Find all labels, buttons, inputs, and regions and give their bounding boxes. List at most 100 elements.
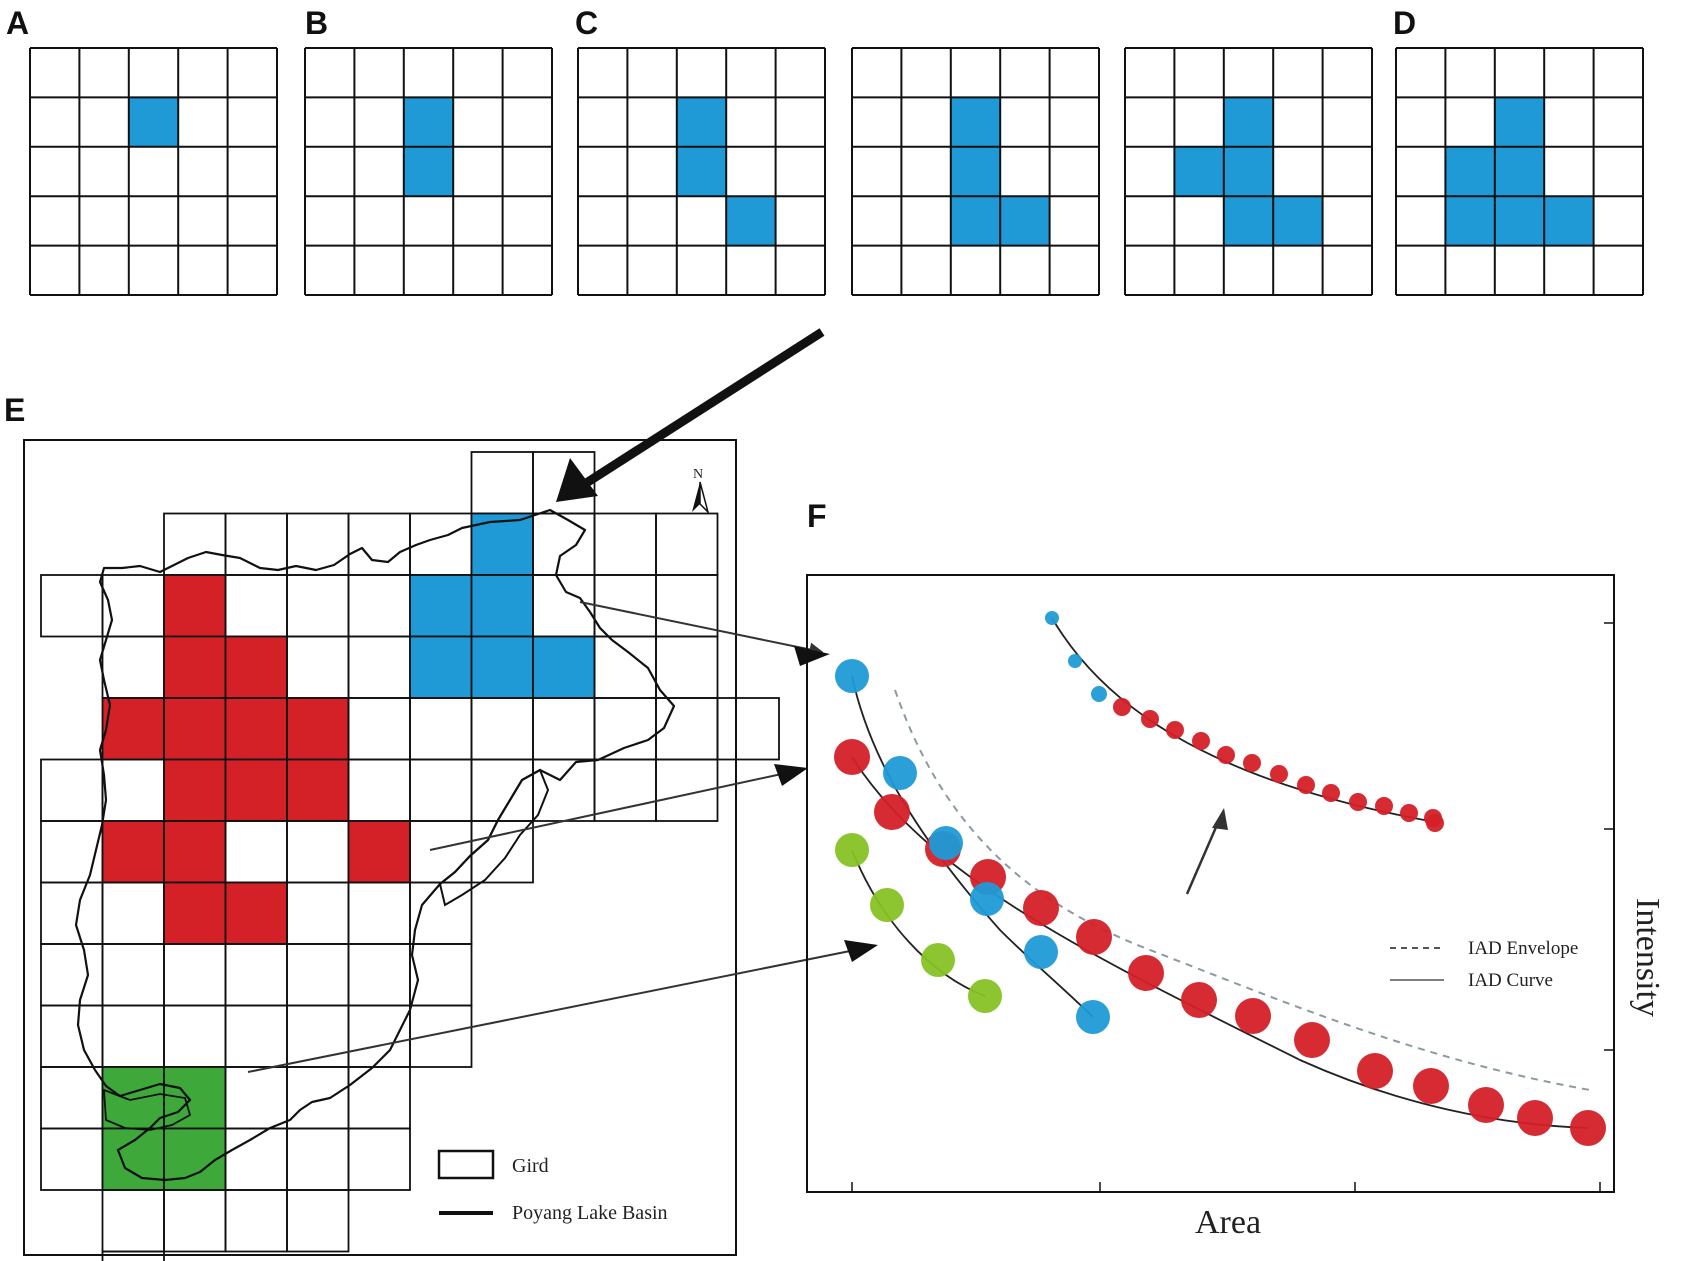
blue-cluster-arrow — [579, 601, 824, 657]
filled-cell — [1223, 97, 1274, 147]
map-cell-red — [101, 820, 165, 884]
iad-point-inset-7 — [1192, 732, 1210, 750]
north-arrow-icon: N — [692, 467, 710, 515]
map-cell — [224, 1004, 288, 1068]
iad-curve-blue — [851, 675, 1094, 1018]
map-cell — [593, 574, 657, 638]
map-cell — [40, 1127, 104, 1191]
map-cell — [347, 512, 411, 576]
map-cell — [655, 697, 719, 761]
iad-point-red-11 — [1357, 1053, 1393, 1089]
map-cell-red — [163, 635, 227, 699]
map-cell — [286, 1066, 350, 1130]
map-cell-red — [224, 635, 288, 699]
map-cell-red — [347, 820, 411, 884]
map-cell-red — [286, 758, 350, 822]
filled-cell — [1223, 196, 1274, 246]
map-cell — [163, 943, 227, 1007]
map-cell-green — [101, 1127, 165, 1191]
map-cell — [40, 1066, 104, 1130]
map-cell — [409, 820, 473, 884]
panel-letter-e: E — [4, 392, 25, 428]
north-label: N — [693, 467, 703, 482]
red-cluster-arrow — [429, 769, 801, 851]
map-cell — [347, 1004, 411, 1068]
map-cell — [655, 758, 719, 822]
legend-basin-label: Poyang Lake Basin — [512, 1202, 668, 1224]
map-cell — [101, 1250, 165, 1261]
map-cell — [101, 635, 165, 699]
iad-point-red-13 — [1468, 1087, 1504, 1123]
map-cell — [286, 943, 350, 1007]
map-cell-red — [163, 697, 227, 761]
filled-cell — [676, 97, 727, 147]
map-cell — [347, 943, 411, 1007]
iad-point-inset-14 — [1375, 797, 1393, 815]
filled-cell — [950, 196, 1001, 246]
green-cluster-arrowhead — [844, 940, 878, 962]
iad-envelope-line — [894, 689, 1591, 1091]
map-cell-blue — [532, 635, 596, 699]
map-cell — [593, 697, 657, 761]
filled-cell — [1494, 146, 1545, 197]
map-cell — [470, 451, 534, 515]
map-cell — [286, 881, 350, 945]
map-cell — [224, 574, 288, 638]
sequence-grid-3 — [577, 47, 826, 296]
map-cell — [532, 512, 596, 576]
iad-point-red-1 — [834, 739, 870, 775]
map-cell — [101, 1189, 165, 1253]
iad-point-blue-6 — [1076, 1000, 1110, 1034]
map-cell — [655, 512, 719, 576]
green-cluster-arrow — [247, 946, 871, 1073]
iad-curve-lime — [851, 849, 986, 997]
iad-point-lime-2 — [870, 888, 904, 922]
map-cell-red — [163, 758, 227, 822]
map-cell — [40, 881, 104, 945]
map-cell-green — [101, 1066, 165, 1130]
iad-point-inset-13 — [1349, 793, 1367, 811]
filled-cell — [1544, 196, 1594, 246]
map-cell — [409, 758, 473, 822]
iad-chart: IAD Envelope IAD Curve Area Intensity — [806, 574, 1666, 1241]
legend-grid-label: Gird — [512, 1155, 549, 1177]
map-cell — [347, 1127, 411, 1191]
filled-cell — [1174, 146, 1224, 197]
map-cell-red — [163, 881, 227, 945]
map-cell-red — [224, 881, 288, 945]
map-cell — [347, 697, 411, 761]
map-cell — [716, 697, 780, 761]
map-cell — [286, 635, 350, 699]
legend-curve-label: IAD Curve — [1468, 970, 1553, 991]
map-cell — [470, 820, 534, 884]
map-cell — [163, 1189, 227, 1253]
iad-point-blue-5 — [1024, 935, 1058, 969]
iad-point-blue-1 — [835, 659, 869, 693]
iad-curves — [851, 617, 1589, 1129]
inset-arrow — [1185, 817, 1222, 895]
map-cell-red — [163, 574, 227, 638]
chart-frame — [806, 574, 1615, 1193]
map-cell-green — [163, 1066, 227, 1130]
iad-point-inset-8 — [1217, 746, 1235, 764]
map-cell-red — [163, 820, 227, 884]
filled-cell — [1273, 196, 1323, 246]
filled-cell — [1223, 146, 1274, 197]
map-cell-red — [286, 697, 350, 761]
iad-point-inset-15 — [1400, 804, 1418, 822]
map-cell-red — [101, 697, 165, 761]
map-cell — [101, 1004, 165, 1068]
map-cell — [101, 758, 165, 822]
iad-point-lime-1 — [835, 833, 869, 867]
iad-point-inset-12 — [1322, 784, 1340, 802]
map-cell — [163, 1004, 227, 1068]
map-cell — [224, 820, 288, 884]
map-cell-blue — [409, 574, 473, 638]
map-cell — [655, 574, 719, 638]
y-axis-label: Intensity — [1629, 898, 1666, 1017]
poyang-lake-outline — [438, 768, 550, 907]
map-cell — [409, 1004, 473, 1068]
map-cell-blue — [470, 635, 534, 699]
map-cell — [347, 758, 411, 822]
